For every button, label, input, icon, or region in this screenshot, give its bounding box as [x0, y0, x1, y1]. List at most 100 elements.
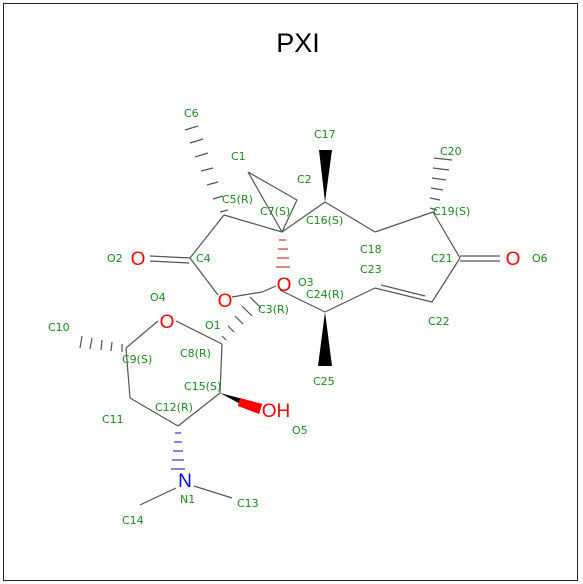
bond-c4-o — [189, 257, 219, 296]
bond-c11-c12 — [129, 397, 179, 427]
bond-c16-c18 — [324, 201, 376, 233]
hash-c5-c6-6 — [189, 138, 204, 144]
bond-c19-c21 — [432, 211, 461, 259]
atom-o4-symbol: O — [160, 312, 175, 333]
bond-c21-c22 — [431, 257, 461, 303]
label-c8: C8(R) — [180, 347, 211, 360]
bond-c23-c24 — [324, 287, 376, 313]
label-c17: C17 — [314, 128, 336, 141]
hash-c8-o1-1 — [221, 335, 227, 341]
bond-c2-c7 — [281, 199, 298, 233]
label-o2: O2 — [107, 252, 123, 265]
bond-c7-c16 — [281, 201, 326, 233]
bond-c15-c8 — [219, 343, 223, 394]
atom-o3-symbol: O — [277, 275, 292, 296]
hash-c5-c6-5 — [194, 152, 209, 158]
hash-c19-c20-2 — [429, 197, 441, 201]
bond-o4-c9 — [125, 320, 159, 349]
bond-c5-c7 — [223, 214, 283, 233]
bond-c4-o2-a — [149, 255, 191, 259]
wedge-bond-layer — [220, 150, 332, 414]
hash-c5-c6-1 — [219, 209, 229, 213]
hash-c5-c6-2 — [212, 195, 224, 200]
label-c19: C19(S) — [433, 205, 470, 218]
hash-c5-c6-7 — [184, 125, 199, 131]
bond-c18-c19 — [374, 211, 434, 233]
atom-label-layer: C6 C1 C2 C17 C20 C5(R) C7(S) C16(S) C19(… — [48, 107, 548, 527]
label-c1: C1 — [231, 150, 246, 163]
hash-c5-c6-3 — [206, 181, 219, 186]
label-c2: C2 — [297, 173, 312, 186]
label-o3: O3 — [298, 276, 314, 289]
hash-c5-c6-4 — [200, 167, 214, 172]
label-c10: C10 — [48, 321, 70, 334]
label-o6: O6 — [532, 252, 548, 265]
hash-c8-o1-2 — [227, 325, 235, 333]
hash-c9-c10-5 — [79, 335, 83, 349]
label-c9: C9(S) — [122, 353, 152, 366]
hash-c8-o1-5 — [249, 296, 262, 309]
bond-c9-c11 — [125, 347, 131, 399]
atom-o5-symbol: OH — [262, 401, 291, 422]
bond-c22-c23-b — [380, 284, 426, 297]
hash-c9-c10-3 — [100, 339, 103, 351]
wedge-c16-c17 — [319, 150, 332, 202]
label-c12: C12(R) — [155, 401, 193, 414]
label-c6: C6 — [184, 107, 199, 120]
label-c7: C7(S) — [260, 205, 290, 218]
label-o1: O1 — [205, 319, 221, 332]
label-c13: C13 — [237, 497, 259, 510]
hash-c19-c20-1 — [429, 207, 438, 211]
label-c5: C5(R) — [222, 193, 253, 206]
bond-layer — [125, 171, 500, 506]
figure-title: PXI — [276, 28, 320, 58]
label-c16: C16(S) — [306, 214, 343, 227]
label-n1: N1 — [180, 493, 195, 506]
hashed-bond-layer — [79, 125, 453, 470]
label-c18: C18 — [360, 243, 382, 256]
atom-o-lactone-symbol: O — [218, 291, 233, 312]
label-c21: C21 — [431, 252, 453, 265]
label-c20: C20 — [440, 145, 462, 158]
hash-c8-o1-4 — [241, 305, 253, 317]
hash-c9-c10-2 — [110, 341, 113, 352]
heteroatom-layer: O O O O OH O N — [131, 249, 521, 492]
hash-c19-c20-5 — [432, 167, 450, 171]
label-c22: C22 — [428, 315, 450, 328]
bond-n1-c13 — [193, 485, 233, 499]
label-c25: C25 — [313, 375, 335, 388]
label-o4: O4 — [150, 291, 166, 304]
label-c15: C15(S) — [184, 380, 221, 393]
label-c14: C14 — [122, 514, 144, 527]
hash-c8-o1-3 — [234, 315, 244, 325]
label-c23: C23 — [360, 263, 382, 276]
atom-n1-symbol: N — [178, 471, 192, 492]
bond-c24-c3 — [279, 289, 326, 313]
bond-n1-c14 — [139, 487, 177, 506]
atom-o2-symbol: O — [131, 249, 146, 270]
bond-c22-c23-a — [374, 287, 433, 303]
wedge-c15-o5-red — [238, 398, 262, 414]
bond-c1-c2 — [247, 171, 298, 201]
bond-c3-o3 — [261, 285, 277, 293]
atom-o6-symbol: O — [506, 249, 521, 270]
hash-c19-c20-4 — [431, 177, 447, 181]
bond-o4-c8 — [175, 320, 223, 345]
label-c4: C4 — [196, 252, 211, 265]
wedge-c24-c25 — [318, 312, 332, 366]
figure-border — [3, 3, 578, 581]
bond-c7-c1 — [247, 171, 283, 233]
label-o5: O5 — [292, 424, 308, 437]
bond-c4-o2-b — [149, 260, 190, 264]
bond-o-c3 — [231, 291, 263, 298]
bond-c5-c4 — [189, 214, 225, 259]
label-c24: C24(R) — [306, 288, 344, 301]
hash-c9-c10-4 — [89, 337, 93, 350]
hash-c19-c20-6 — [433, 157, 453, 161]
bond-c12-c15 — [177, 392, 221, 427]
label-c3: C3(R) — [258, 303, 289, 316]
label-c11: C11 — [102, 413, 124, 426]
hash-c19-c20-3 — [430, 187, 444, 191]
